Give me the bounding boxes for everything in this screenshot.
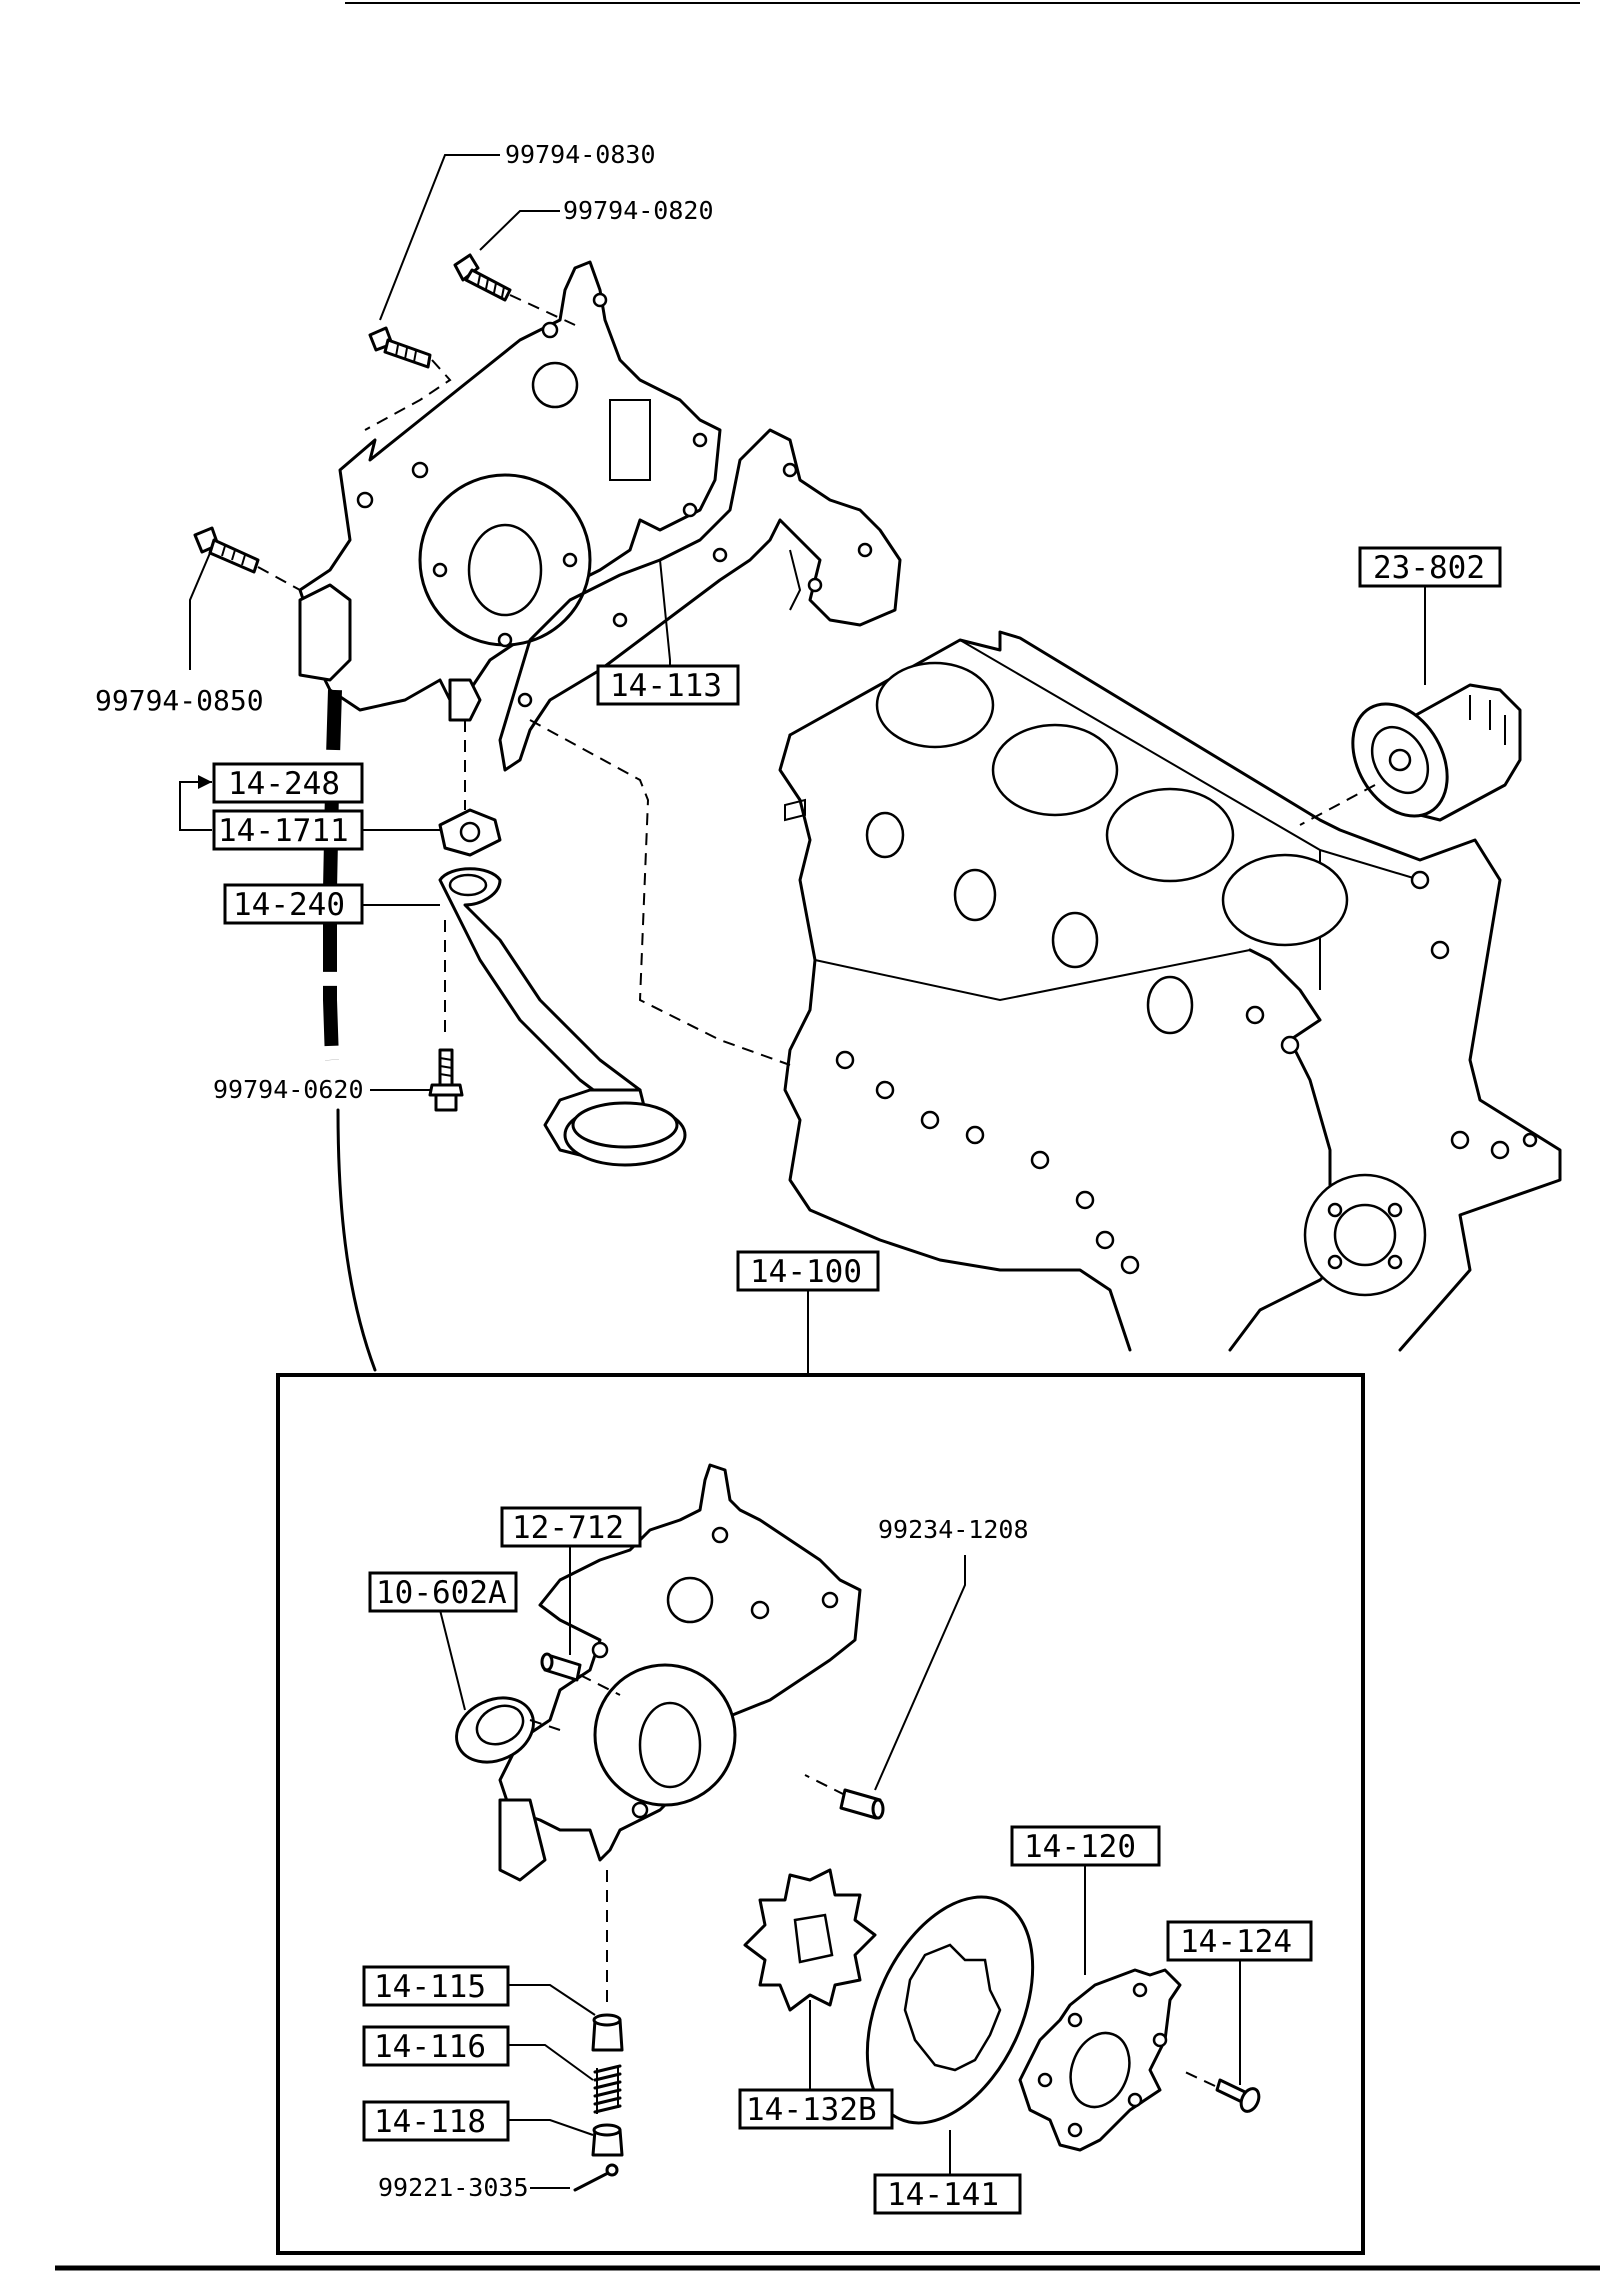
- leader-14-118: [508, 2119, 594, 2136]
- svg-text:14-240: 14-240: [233, 887, 345, 923]
- oil-pump-housing: [498, 1463, 862, 1882]
- boxed-label-14-100: 14-100: [736, 1250, 880, 1292]
- boxed-label-14-240: 14-240: [223, 883, 364, 925]
- callout-99794-0820: 99794-0820: [563, 196, 714, 225]
- arrowhead: [198, 775, 212, 789]
- engine-block: [778, 630, 1562, 1352]
- oil-strainer: [438, 867, 687, 1167]
- boxed-label-14-115: 14-115: [362, 1965, 510, 2007]
- outer-rotor-14-141: [865, 1895, 1035, 2125]
- dowel-pin-12-712: [540, 1652, 582, 1682]
- callout-99794-0620: 99794-0620: [213, 1075, 364, 1104]
- plunger-14-115: [591, 2013, 624, 2052]
- boxed-label-14-132B: 14-132B: [738, 2088, 894, 2130]
- svg-text:23-802: 23-802: [1373, 550, 1485, 586]
- svg-text:14-124: 14-124: [1180, 1924, 1292, 1960]
- bolt-99794-0830: [368, 326, 432, 369]
- svg-text:12-712: 12-712: [512, 1510, 624, 1546]
- leader-99234-1208: [874, 1555, 966, 1791]
- leader-10-602A: [439, 1609, 466, 1711]
- front-cover-gasket: [498, 428, 902, 772]
- leader-99794-0830: [379, 154, 500, 321]
- boxed-label-14-116: 14-116: [362, 2025, 510, 2067]
- bracket-14-248-14-1711: [179, 781, 212, 831]
- boxed-label-12-712: 12-712: [500, 1506, 642, 1548]
- oil-seal-10-602A: [455, 1696, 535, 1764]
- oil-filter: [1299, 683, 1522, 826]
- callout-99794-0830: 99794-0830: [505, 140, 656, 169]
- screw-14-124: [1215, 2078, 1261, 2113]
- boxed-label-23-802: 23-802: [1358, 546, 1502, 588]
- svg-text:14-120: 14-120: [1024, 1829, 1136, 1865]
- svg-text:14-248: 14-248: [228, 766, 340, 802]
- plug-14-118: [591, 2123, 624, 2157]
- boxed-label-14-124: 14-124: [1166, 1920, 1313, 1962]
- bolt-99794-0850: [193, 526, 260, 574]
- boxed-label-14-113: 14-113: [596, 664, 740, 706]
- boxed-label-14-141: 14-141: [873, 2173, 1022, 2215]
- dipstick-tube-lower: [336, 1108, 377, 1372]
- svg-text:14-113: 14-113: [610, 668, 722, 704]
- bolt-99794-0620: [428, 1048, 464, 1112]
- dipstick-tube: [323, 689, 342, 1061]
- leader-14-115: [508, 1984, 596, 2016]
- oil-strainer-gasket: [438, 808, 502, 857]
- pump-cover-14-120: [1018, 1968, 1182, 2152]
- callout-99234-1208: 99234-1208: [878, 1515, 1029, 1544]
- svg-text:14-115: 14-115: [374, 1969, 486, 2005]
- svg-text:14-116: 14-116: [374, 2029, 486, 2065]
- callout-99221-3035: 99221-3035: [378, 2173, 529, 2202]
- boxed-label-14-118: 14-118: [362, 2100, 510, 2142]
- leader-99794-0820: [479, 210, 560, 251]
- oil-pump-assembly-box: [276, 1373, 1365, 2255]
- callout-99794-0850: 99794-0850: [95, 684, 264, 717]
- boxed-label-14-120: 14-120: [1010, 1825, 1161, 1867]
- svg-text:14-141: 14-141: [887, 2177, 999, 2213]
- bolt-99794-0820: [453, 253, 512, 302]
- svg-text:14-118: 14-118: [374, 2104, 486, 2140]
- cotter-pin-99221-3035: [573, 2163, 619, 2192]
- leader-14-116: [508, 2044, 594, 2081]
- inner-rotor-14-132B: [743, 1868, 877, 2012]
- boxed-label-14-1711: 14-1711: [212, 809, 364, 851]
- svg-text:14-100: 14-100: [750, 1254, 862, 1290]
- boxed-label-14-248: 14-248: [212, 762, 364, 804]
- svg-text:10-602A: 10-602A: [376, 1575, 507, 1611]
- spring-14-116: [593, 2064, 622, 2114]
- pin-99234-1208: [839, 1788, 885, 1820]
- svg-text:14-1711: 14-1711: [218, 813, 349, 849]
- svg-text:14-132B: 14-132B: [746, 2092, 877, 2128]
- boxed-label-10-602A: 10-602A: [368, 1571, 518, 1613]
- oil-pump-assembly-upper: [298, 260, 722, 722]
- leader-99794-0850: [189, 552, 211, 670]
